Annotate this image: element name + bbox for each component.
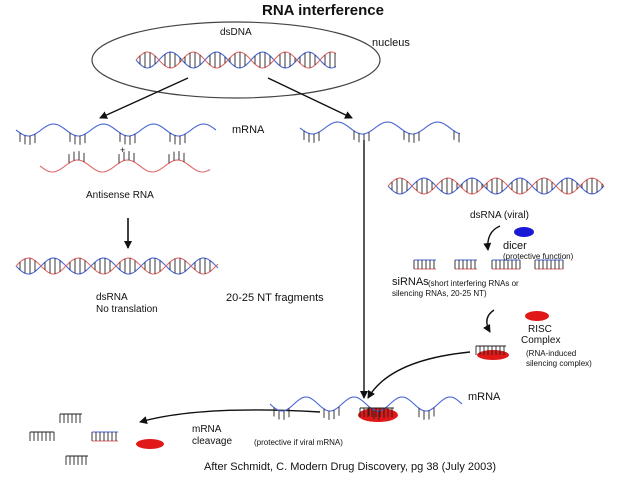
nucleus-label: nucleus (372, 37, 410, 49)
risc-icon (525, 311, 549, 321)
mrna-bottom-strand (269, 396, 463, 412)
viral-dsrna-helix-antisense-strand (387, 177, 605, 195)
dicer-label: dicer (503, 240, 527, 252)
risc-loaded-icon (477, 350, 509, 360)
page-title: RNA interference (262, 2, 384, 19)
dsrna-viral-label: dsRNA (viral) (470, 210, 529, 221)
arrow-sirnas-to-risc (483, 309, 495, 333)
arrow-dsrna-to-sirnas (483, 225, 501, 251)
dsrna-label: dsRNA (96, 292, 128, 303)
sirnas-label: siRNAs (392, 276, 429, 288)
dsdna-helix-sense-strand (135, 51, 337, 69)
antisense-rna-label: Antisense RNA (86, 190, 154, 201)
arrow-risc-to-mrna (367, 351, 471, 399)
dsdna-label: dsDNA (220, 27, 252, 38)
arrow-to-antisense (99, 77, 189, 119)
risc-note-1-label: (RNA-induced (526, 349, 577, 358)
sirnas-note-1-label: (short interfering RNAs or (428, 279, 519, 288)
plus-label: + (120, 145, 126, 155)
dsdna-helix-antisense-strand (135, 51, 337, 69)
citation-label: After Schmidt, C. Modern Drug Discovery,… (204, 461, 497, 473)
mrna-top-strand (15, 123, 217, 137)
mrna-top-label: mRNA (232, 124, 265, 136)
viral-dsrna-helix-sense-strand (387, 177, 605, 195)
cleavage-label-1: mRNA (192, 424, 222, 435)
fragments-label: 20-25 NT fragments (226, 292, 324, 304)
risc-cleavage-icon (136, 439, 164, 449)
mrna-right-strand (299, 121, 461, 135)
sirnas-note-2-label: silencing RNAs, 20-25 NT) (392, 289, 487, 298)
dicer-icon (514, 227, 534, 237)
arrow-to-mrna (267, 77, 353, 119)
complex-label: Complex (521, 335, 561, 346)
cleavage-note-label: (protective if viral mRNA) (254, 438, 343, 447)
cleavage-label-2: cleavage (192, 436, 233, 447)
mrna-bottom-label: mRNA (468, 391, 501, 403)
antisense-rna-strand (39, 159, 211, 173)
dicer-note-label: (protective function) (503, 252, 574, 261)
risc-label: RISC (528, 324, 552, 335)
risc-note-2-label: silencing complex) (526, 359, 592, 368)
helix-layer (15, 51, 605, 465)
nucleus-ellipse (91, 21, 381, 99)
arrow-cleavage (139, 409, 321, 424)
no-translation-label: No translation (96, 304, 158, 315)
